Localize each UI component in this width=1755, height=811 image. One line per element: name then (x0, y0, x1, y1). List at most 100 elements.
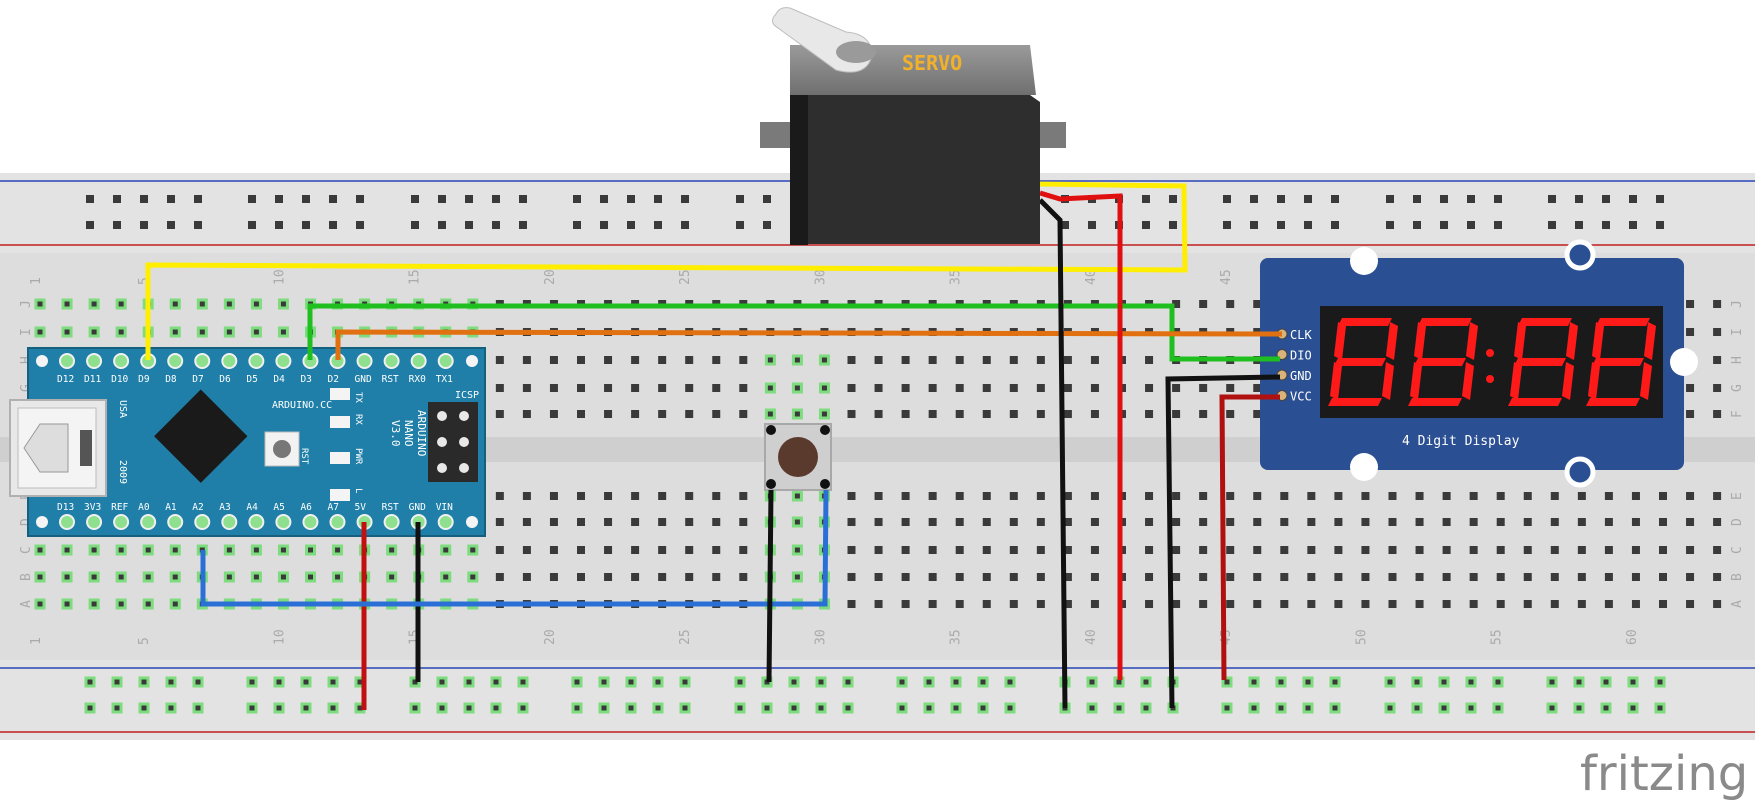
row-letter: H (19, 356, 34, 364)
terminal-hole (1388, 600, 1397, 608)
terminal-hole (1036, 492, 1045, 500)
rail-hole (327, 702, 339, 714)
terminal-hole (1226, 546, 1235, 554)
rail-hole (327, 676, 339, 688)
rail-hole (1413, 221, 1421, 229)
rail-hole (1331, 221, 1339, 229)
segment (1330, 362, 1342, 400)
terminal-hole (1090, 410, 1099, 418)
rail-hole (1654, 676, 1666, 688)
terminal-hole (1334, 518, 1343, 526)
pwr-led-label: PWR (353, 448, 363, 465)
terminal-hole (1063, 410, 1072, 418)
wire-black (766, 489, 774, 683)
usb-connector (9, 399, 107, 497)
rail-hole (1221, 702, 1233, 714)
wire-orange (335, 329, 1283, 360)
terminal-hole (522, 356, 531, 364)
terminal-hole (1307, 546, 1316, 554)
terminal-hole (1631, 600, 1640, 608)
terminal-hole (955, 573, 964, 581)
terminal-hole (982, 356, 991, 364)
terminal-hole (658, 518, 667, 526)
terminal-hole (522, 492, 531, 500)
rail-hole (138, 702, 150, 714)
terminal-hole (169, 326, 181, 338)
terminal-hole (1550, 492, 1559, 500)
terminal-hole (1145, 492, 1154, 500)
nano-pin-label: D3 (300, 374, 311, 385)
terminal-hole (1334, 546, 1343, 554)
terminal-hole (685, 492, 694, 500)
terminal-hole (1199, 600, 1208, 608)
rail-hole (734, 676, 746, 688)
rail-hole (1494, 221, 1502, 229)
rail-hole (436, 702, 448, 714)
terminal-hole (1469, 546, 1478, 554)
terminal-hole (1550, 573, 1559, 581)
rail-hole (1411, 702, 1423, 714)
terminal-hole (1090, 600, 1099, 608)
rail-hole (1440, 195, 1448, 203)
rail-hole (654, 195, 662, 203)
terminal-hole (1713, 410, 1722, 418)
terminal-hole (982, 492, 991, 500)
terminal-hole (34, 544, 46, 556)
display-pin-label: DIO (1290, 349, 1312, 363)
row-letter: B (19, 573, 34, 581)
terminal-hole (1442, 546, 1451, 554)
terminal-hole (658, 410, 667, 418)
terminal-hole (1009, 518, 1018, 526)
mount-hole (36, 516, 48, 528)
terminal-hole (1361, 546, 1370, 554)
rail-hole (1086, 676, 1098, 688)
fritzing-watermark: fritzing (1580, 746, 1748, 802)
rail-hole (1169, 195, 1177, 203)
rail-hole (490, 702, 502, 714)
terminal-hole (901, 518, 910, 526)
terminal-hole (1469, 518, 1478, 526)
display-caption: 4 Digit Display (1402, 434, 1520, 449)
terminal-hole (1713, 600, 1722, 608)
rail-hole (1548, 221, 1556, 229)
terminal-hole (305, 544, 316, 556)
terminal-hole (658, 492, 667, 500)
rail-hole (465, 195, 473, 203)
terminal-hole (1523, 573, 1532, 581)
terminal-hole (712, 356, 721, 364)
terminal-hole (1145, 518, 1154, 526)
row-letter: D (19, 518, 34, 526)
nano-pin (437, 514, 454, 530)
push-button (764, 423, 832, 491)
nano-pin-label: RST (382, 502, 399, 513)
terminal-hole (549, 384, 558, 392)
rail-hole (1250, 195, 1258, 203)
rail-hole (248, 221, 256, 229)
terminal-hole (440, 571, 452, 583)
terminal-hole (818, 408, 830, 420)
rail-hole (761, 702, 773, 714)
terminal-hole (1307, 492, 1316, 500)
rail-hole (1411, 676, 1423, 688)
rail-hole (1304, 195, 1312, 203)
terminal-hole (955, 410, 964, 418)
icsp-header (428, 402, 478, 482)
terminal-hole (604, 356, 613, 364)
terminal-hole (712, 384, 721, 392)
terminal-hole (250, 298, 262, 310)
column-number: 25 (678, 269, 693, 285)
colon-dot (1486, 375, 1494, 383)
terminal-hole (1334, 492, 1343, 500)
terminal-hole (1659, 492, 1667, 500)
rail-hole (654, 221, 662, 229)
rail-hole (490, 676, 502, 688)
nano-pin (248, 353, 265, 369)
terminal-hole (1523, 492, 1532, 500)
terminal-hole (818, 382, 830, 394)
terminal-hole (1036, 600, 1045, 608)
terminal-hole (223, 571, 235, 583)
terminal-hole (1172, 384, 1181, 392)
nano-pin (329, 514, 346, 530)
rail-hole (1573, 702, 1585, 714)
